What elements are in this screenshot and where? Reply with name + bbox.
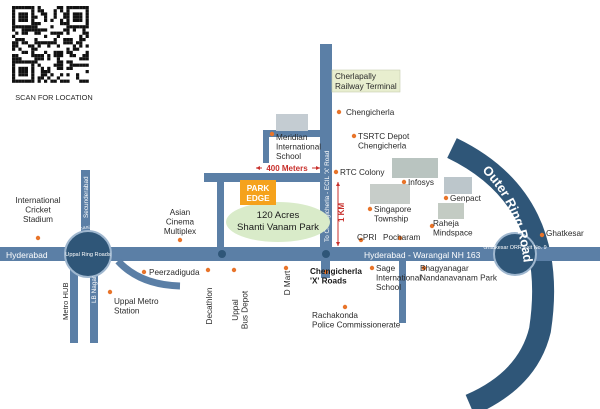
meridian-school-marker xyxy=(269,131,275,137)
uppal-metro-marker xyxy=(107,289,113,295)
highway-west-label: Hyderabad xyxy=(6,250,48,260)
highway-markers xyxy=(218,250,330,258)
project-badge-line1: PARK xyxy=(247,184,270,193)
vertical-road-label: To Chengicherla - ECIL 'X' Road xyxy=(324,150,331,242)
asian-cinema-marker xyxy=(177,237,183,243)
meridian-link-road xyxy=(263,130,269,176)
d-mart-marker xyxy=(283,265,289,271)
uppal-bus-depot-marker xyxy=(231,267,237,273)
ghatkesar-town-label: Ghatkesar xyxy=(546,229,584,238)
secunderabad-road xyxy=(81,170,90,250)
project-area: 120 Acres Shanti Vanam Park xyxy=(226,202,330,242)
genpact-building-icon xyxy=(444,177,472,194)
project-badge: PARK EDGE xyxy=(240,180,276,205)
distance-400m: 400 Meters xyxy=(266,164,308,173)
highway-east-label: Hyderabad - Warangal NH 163 xyxy=(364,250,481,260)
rtc-colony-label: RTC Colony xyxy=(340,168,385,177)
chengicherla-marker xyxy=(336,109,342,115)
meridian-road xyxy=(263,130,325,137)
project-side-road xyxy=(217,177,224,253)
project-area-line1: 120 Acres xyxy=(257,210,300,221)
singapore-township-marker xyxy=(367,206,373,212)
uppal-bus-depot-label: UppalBus Depot xyxy=(231,290,250,329)
highway-nh163 xyxy=(0,247,600,261)
infosys-marker xyxy=(401,179,407,185)
pocharam-label: Pocharam xyxy=(383,233,420,242)
decathlon-label: Decathlon xyxy=(205,287,214,324)
infosys-building-icon xyxy=(392,158,438,178)
decathlon-marker xyxy=(205,267,211,273)
project-approach-road xyxy=(204,173,326,182)
cpri-marker xyxy=(358,237,364,243)
uppal-circle-label: Uppal Ring Roads xyxy=(65,252,111,258)
project-area-line2: Shanti Vanam Park xyxy=(237,222,319,233)
genpact-marker xyxy=(443,195,449,201)
svg-text:Osmania Univ: Osmania Univ xyxy=(72,225,104,236)
sage-school-marker xyxy=(369,265,375,271)
genpact-label: Genpact xyxy=(450,194,482,203)
uppal-arc-text: Osmania Univ xyxy=(72,225,104,236)
rachakonda-marker xyxy=(342,304,348,310)
distance-horizontal: 400 Meters xyxy=(256,163,320,173)
distance-1km: 1 KM xyxy=(337,203,346,222)
cpri-road xyxy=(399,258,406,323)
uppal-circle: Osmania Univ Uppal Ring Roads xyxy=(64,225,112,278)
chengicherla-label: Chengicherla xyxy=(346,108,395,117)
cpri-label: CPRI xyxy=(357,233,377,242)
project-badge-line2: EDGE xyxy=(246,194,270,203)
x-roads-marker xyxy=(322,250,330,258)
qr-code-icon xyxy=(12,6,89,83)
cricket-stadium-marker xyxy=(35,235,41,241)
tsrtc-depot-marker xyxy=(351,133,357,139)
bus-depot-marker xyxy=(218,250,226,258)
singapore-township-building-icon xyxy=(370,184,410,204)
pocharam-marker xyxy=(397,235,403,241)
chengicherla-x-roads-marker xyxy=(323,269,329,275)
rtc-colony-marker xyxy=(333,169,339,175)
chengicherla-x-roads-label: Chengicherla'X' Roads xyxy=(310,267,362,286)
ecil-road xyxy=(320,44,332,254)
bhagyanagar-park-marker xyxy=(421,265,427,271)
x-road-spur xyxy=(321,258,330,278)
raheja-building-icon xyxy=(438,203,464,219)
qr-caption: SCAN FOR LOCATION xyxy=(15,93,92,102)
road-network xyxy=(0,44,600,409)
d-mart-label: D Mart xyxy=(283,270,292,295)
distance-vertical: 1 KM xyxy=(336,182,346,246)
peerzadiguda-marker xyxy=(141,269,147,275)
peerzadiguda-road xyxy=(115,258,181,290)
ghatkesar-circle-label: Ghatkesar ORR Exit No. 9 xyxy=(483,245,546,251)
raheja-marker xyxy=(429,223,435,229)
lb-nagar-label: LB Nagar xyxy=(91,275,98,303)
building-images xyxy=(276,114,472,219)
secunderabad-label: Secunderabad xyxy=(83,176,90,218)
metro-hub-label: Metro HUB xyxy=(61,282,70,320)
ghatkesar-circle: Ghatkesar ORR Exit No. 9 xyxy=(483,232,547,276)
outer-ring-road xyxy=(447,138,554,409)
lb-nagar-road xyxy=(90,258,98,343)
peerzadiguda-label: Peerzadiguda xyxy=(149,268,200,277)
infosys-label: Infosys xyxy=(408,178,434,187)
ghatkesar-town-marker xyxy=(539,232,545,238)
metro-hub-road xyxy=(70,258,78,343)
meridian-building-icon xyxy=(276,114,308,131)
